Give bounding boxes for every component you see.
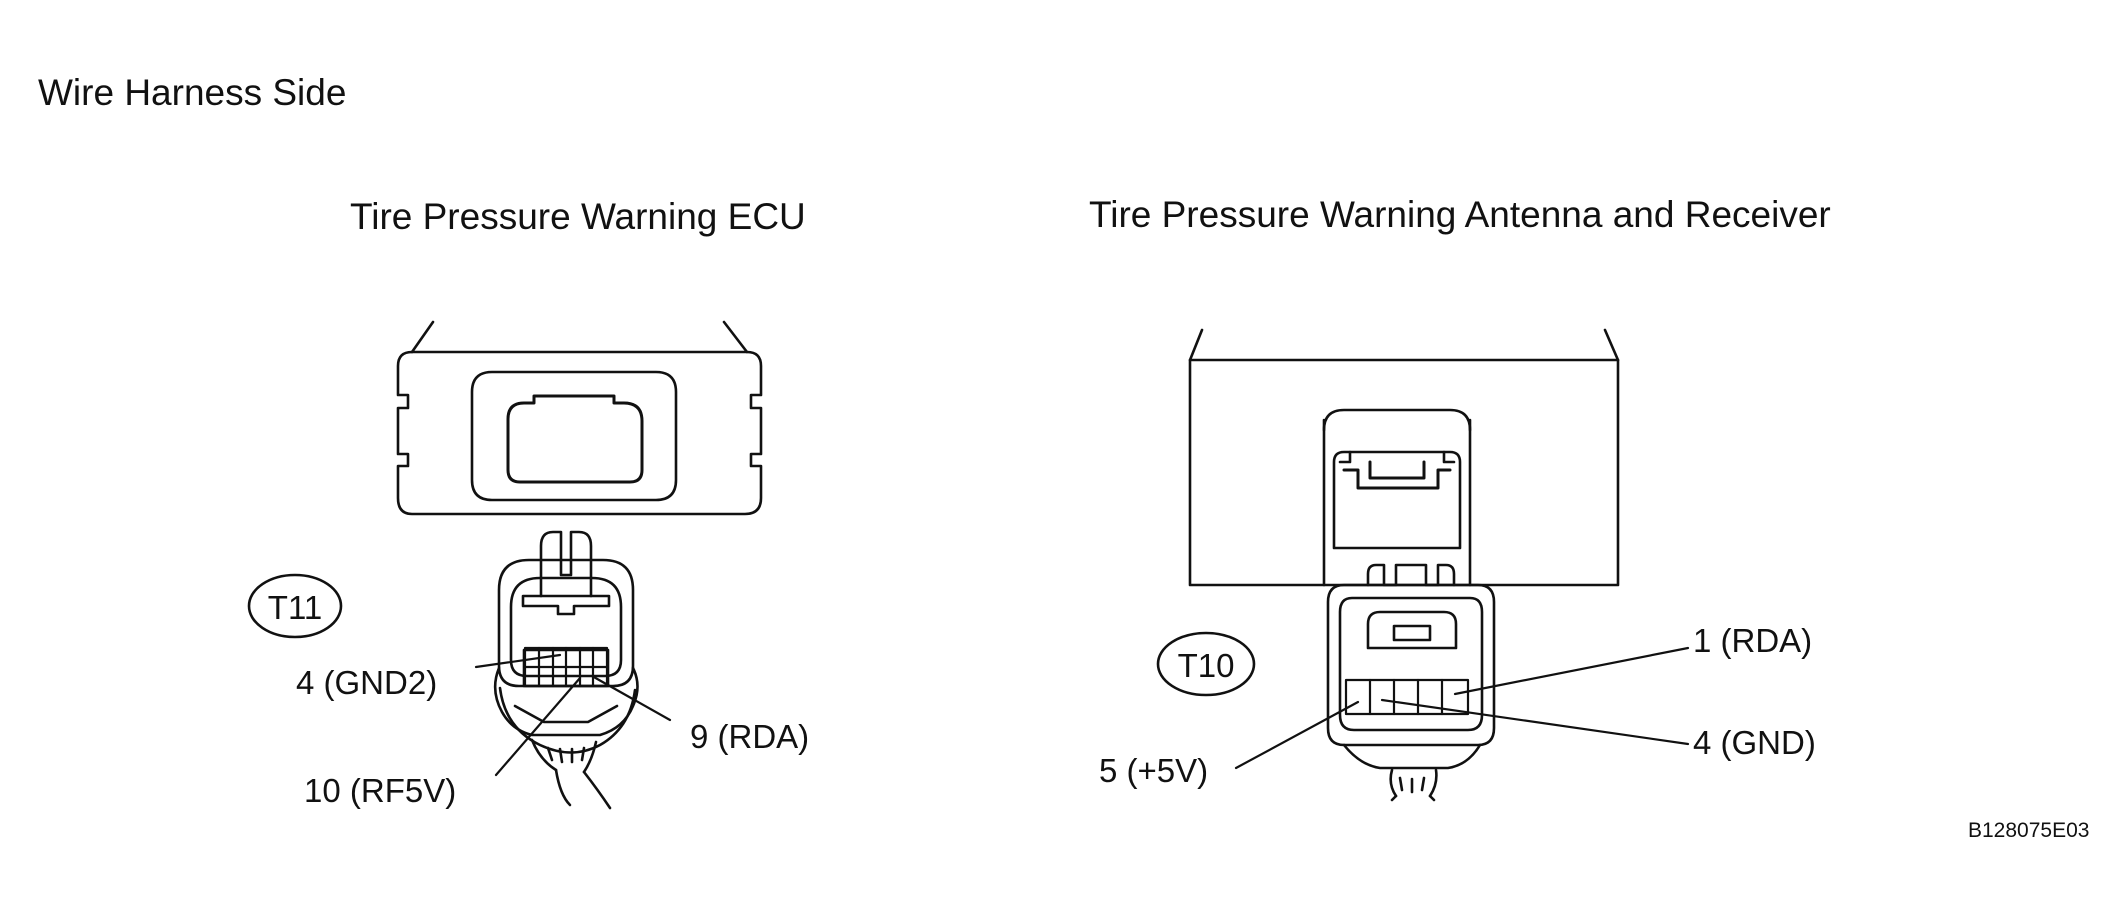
receiver-connector-badge bbox=[1156, 631, 1256, 697]
receiver-pin-rda: 1 (RDA) bbox=[1693, 622, 1812, 659]
ecu-terminal-grid bbox=[523, 646, 609, 688]
diagram-id: B128075E03 bbox=[1968, 819, 2090, 842]
ecu-pin-rda: 9 (RDA) bbox=[690, 718, 809, 755]
ecu-harness-connector bbox=[493, 530, 639, 810]
ecu-pin-gnd2: 4 (GND2) bbox=[296, 664, 437, 701]
receiver-leader-lines bbox=[1234, 646, 1690, 770]
receiver-pin-plus5v: 5 (+5V) bbox=[1099, 752, 1208, 789]
receiver-pin-gnd: 4 (GND) bbox=[1693, 724, 1816, 761]
page-title: Wire Harness Side bbox=[38, 72, 347, 113]
ecu-leader-lines bbox=[474, 653, 672, 777]
ecu-pin-rf5v: 10 (RF5V) bbox=[304, 772, 456, 809]
ecu-title: Tire Pressure Warning ECU bbox=[350, 196, 806, 237]
receiver-title: Tire Pressure Warning Antenna and Receiv… bbox=[1089, 194, 1831, 235]
ecu-body bbox=[396, 320, 763, 516]
receiver-connector-id: T10 bbox=[1178, 647, 1235, 684]
receiver-body bbox=[1188, 328, 1620, 587]
receiver-harness-connector bbox=[1326, 563, 1496, 802]
ecu-connector-badge bbox=[247, 573, 343, 639]
ecu-connector-id: T11 bbox=[268, 589, 322, 626]
